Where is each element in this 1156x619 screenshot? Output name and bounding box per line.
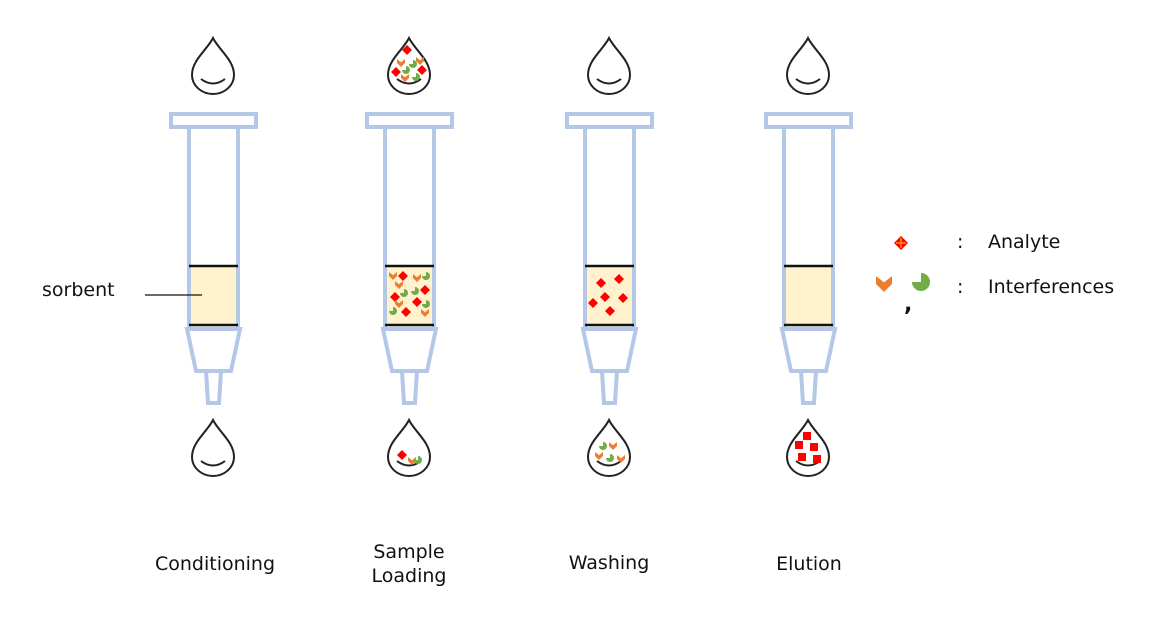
- interference-green-particle: [599, 442, 607, 450]
- drop-highlight: [200, 460, 226, 467]
- drop-outline: [785, 35, 831, 95]
- analyte-particle: [803, 432, 811, 440]
- bottom-drop-2: [586, 417, 632, 477]
- interference-orange-particle: [876, 276, 892, 292]
- cartridge-flange: [565, 112, 654, 129]
- cartridge-funnel: [580, 327, 639, 373]
- analyte-particle: [390, 292, 400, 302]
- drop-highlight: [200, 78, 226, 85]
- drop-outline: [586, 417, 632, 477]
- cartridge-2: [565, 112, 654, 405]
- analyte-particle: [596, 278, 606, 288]
- interference-green-particle: [414, 456, 422, 464]
- interference-green-particle: [402, 66, 410, 74]
- interference-green-particle: [422, 272, 430, 280]
- step-label-conditioning: Conditioning: [154, 553, 276, 575]
- cartridge-flange: [169, 112, 258, 129]
- drop-outline: [386, 417, 432, 477]
- cartridge-funnel: [184, 327, 243, 373]
- drop-outline: [586, 35, 632, 95]
- interference-green-particle: [409, 60, 417, 68]
- analyte-particle: [391, 67, 401, 77]
- legend-analyte-label: Analyte: [988, 231, 1061, 253]
- interference-green-particle: [400, 289, 408, 297]
- cartridge-3: [764, 112, 853, 405]
- cartridge-0: [169, 112, 258, 405]
- sorbent-bed: [784, 266, 833, 325]
- interference-green-particle: [912, 273, 930, 291]
- top-drop-2: [586, 35, 632, 95]
- interference-orange-particle: [395, 300, 403, 308]
- interference-orange-particle: [408, 457, 416, 465]
- legend-colon-analyte: :: [957, 231, 964, 253]
- analyte-particle: [401, 307, 411, 317]
- cartridge-tip: [799, 370, 818, 405]
- analyte-particle: [588, 298, 598, 308]
- cartridge-flange: [764, 112, 853, 129]
- analyte-particle: [810, 443, 818, 451]
- cartridge-1: [365, 112, 454, 405]
- drop-outline: [386, 35, 432, 95]
- interference-orange-particle: [609, 442, 617, 450]
- analyte-particle: [402, 45, 412, 55]
- analyte-particle: [412, 297, 422, 307]
- step-label-elution: Elution: [776, 553, 842, 575]
- cartridge-funnel: [779, 327, 838, 373]
- drop-highlight: [396, 78, 422, 85]
- drop-outline: [190, 35, 236, 95]
- interference-orange-particle: [617, 455, 625, 463]
- interference-orange-particle: [395, 281, 403, 289]
- bottom-drop-0: [190, 417, 236, 477]
- cartridge-tip: [600, 370, 619, 405]
- analyte-particle: [398, 271, 408, 281]
- drop-outline: [785, 417, 831, 477]
- interference-green-particle: [389, 307, 397, 315]
- interference-orange-particle: [595, 452, 603, 460]
- legend-interferences-label: Interferences: [988, 276, 1115, 298]
- analyte-particle: [614, 274, 624, 284]
- interference-green-particle: [422, 300, 430, 308]
- analyte-particle: [420, 285, 430, 295]
- cartridge-tip: [400, 370, 419, 405]
- bottom-drop-3: [785, 417, 831, 477]
- interference-green-particle: [606, 454, 614, 462]
- step-label-sample-loading: Sample Loading: [371, 541, 447, 587]
- drop-outline: [190, 417, 236, 477]
- top-drop-3: [785, 35, 831, 95]
- drop-highlight: [795, 78, 821, 85]
- sorbent-label: sorbent: [42, 279, 115, 301]
- interference-green-particle: [411, 287, 419, 295]
- interference-orange-particle: [389, 272, 397, 280]
- sorbent-bed: [585, 266, 634, 325]
- top-drop-1: [386, 35, 432, 95]
- analyte-particle: [397, 450, 407, 460]
- interference-orange-particle: [416, 57, 424, 65]
- analyte-particle: [795, 441, 803, 449]
- interference-orange-particle: [401, 74, 409, 82]
- cartridge-flange: [365, 112, 454, 129]
- cartridge-funnel: [380, 327, 439, 373]
- analyte-particle: [600, 292, 610, 302]
- analyte-particle: [798, 453, 806, 461]
- interference-orange-particle: [413, 274, 421, 282]
- top-drop-0: [190, 35, 236, 95]
- analyte-particle: [605, 306, 615, 316]
- interference-orange-particle: [421, 309, 429, 317]
- step-label-washing: Washing: [568, 552, 650, 574]
- legend-colon-interferences: :: [957, 276, 964, 298]
- interference-green-particle: [412, 73, 420, 81]
- legend-comma: ,: [904, 292, 913, 317]
- analyte-particle: [618, 293, 628, 303]
- cartridge-tip: [204, 370, 223, 405]
- drop-highlight: [596, 460, 622, 467]
- interference-orange-particle: [397, 59, 405, 67]
- drop-highlight: [596, 78, 622, 85]
- analyte-particle: [813, 455, 821, 463]
- bottom-drop-1: [386, 417, 432, 477]
- analyte-particle: [417, 65, 427, 75]
